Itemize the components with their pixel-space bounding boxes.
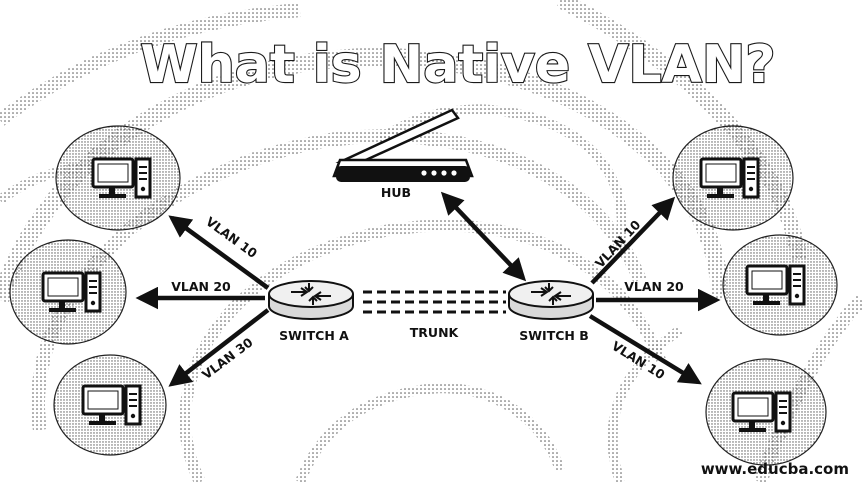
switch-a	[268, 280, 354, 320]
switch-a-label: SWITCH A	[279, 328, 349, 343]
vlan-label-a-10: VLAN 10	[203, 214, 260, 261]
watermark-url: www.educba.com	[701, 460, 849, 478]
vlan-label-a-20: VLAN 20	[171, 279, 231, 294]
trunk-link	[363, 290, 506, 314]
link-a-vlan30	[168, 308, 270, 387]
page-title: What is Native VLAN?	[140, 35, 775, 95]
link-b-vlan10-bottom	[588, 314, 702, 385]
switch-b	[508, 280, 594, 320]
trunk-label: TRUNK	[410, 325, 460, 340]
link-hub-switch-b	[440, 191, 527, 282]
vlan-label-b-20: VLAN 20	[624, 279, 684, 294]
hub-label: HUB	[381, 185, 411, 200]
hub-device	[332, 108, 474, 182]
connections	[135, 191, 721, 387]
link-a-vlan10	[168, 215, 270, 290]
link-b-vlan10-top	[590, 196, 676, 285]
switch-b-label: SWITCH B	[519, 328, 588, 343]
